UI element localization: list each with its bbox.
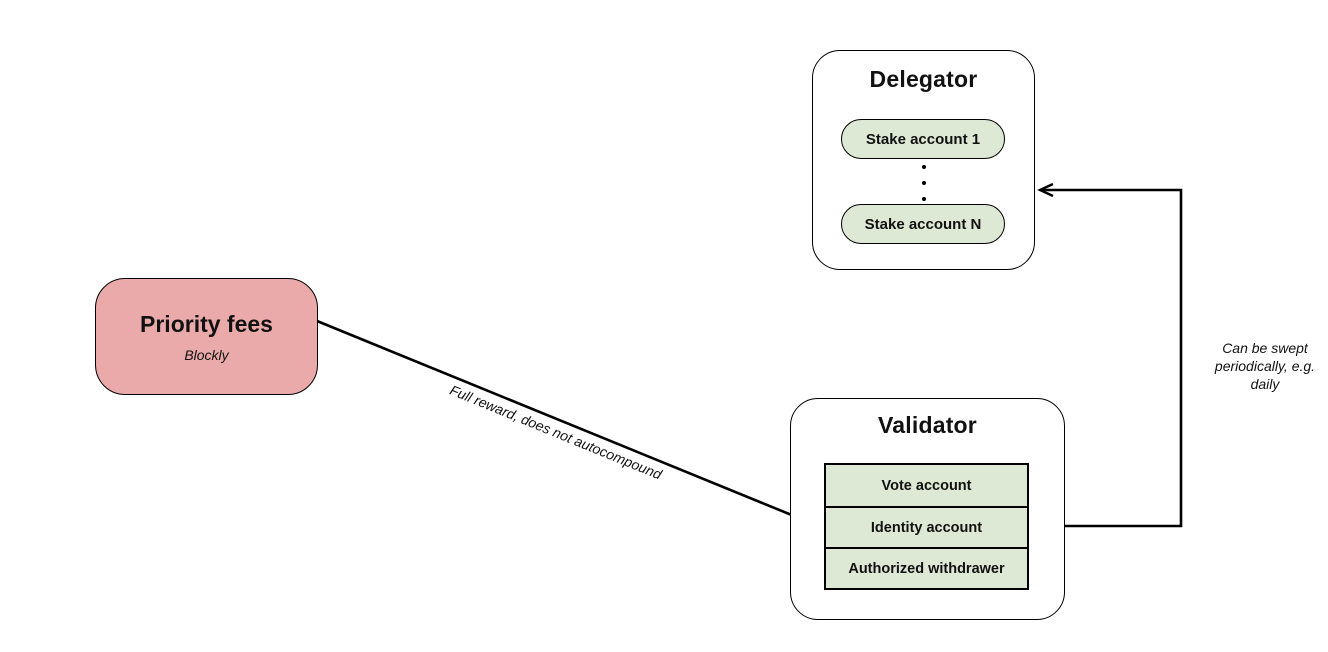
stake-account-n-pill: Stake account N [841,204,1005,244]
identity-account-cell: Identity account [826,506,1027,547]
ellipsis-dot [921,181,926,185]
priority-fees-subtitle: Blockly [184,346,229,363]
ellipsis-dot [921,197,926,201]
delegator-title: Delegator [869,66,978,92]
stake-account-1-pill: Stake account 1 [841,119,1005,159]
vote-account-cell: Vote account [826,465,1027,506]
priority-fees-title: Priority fees [140,310,273,337]
priority-fees-node: Priority fees Blockly [95,278,318,395]
validator-title: Validator [878,412,977,438]
authorized-withdrawer-cell: Authorized withdrawer [826,547,1027,588]
reward-arrow-label: Full reward, does not autocompound [447,381,665,483]
ellipsis-dots [813,165,1034,201]
validator-node: Validator Vote account Identity account … [790,398,1065,620]
sweep-arrow-label: Can be swept periodically, e.g. daily [1214,340,1316,392]
reward-arrow [316,319,821,527]
validator-account-table: Vote account Identity account Authorized… [824,463,1029,590]
delegator-node: Delegator Stake account 1 Stake account … [812,50,1035,270]
ellipsis-dot [921,165,926,169]
